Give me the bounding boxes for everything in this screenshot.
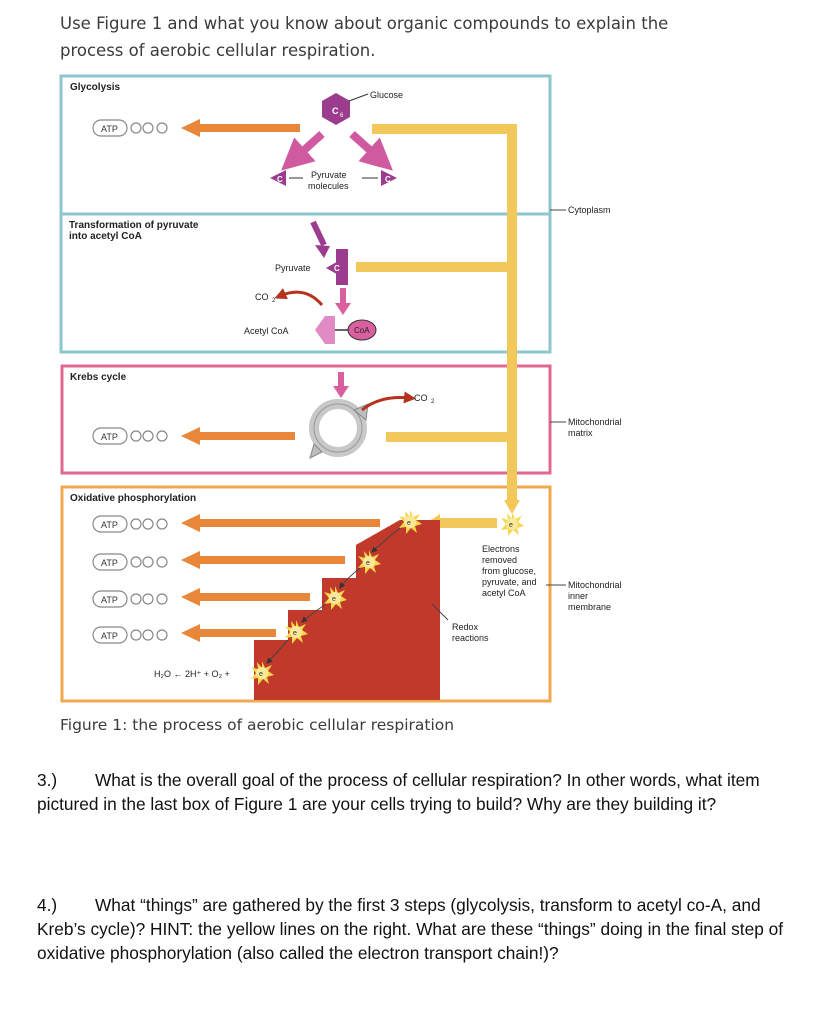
svg-text:acetyl CoA: acetyl CoA	[482, 588, 526, 598]
svg-text:C: C	[332, 106, 339, 116]
atp-badge-krebs: ATP	[92, 427, 168, 445]
atp-badge-oxphos-3: ATP	[92, 590, 168, 608]
electron-star-entry: e	[501, 512, 524, 536]
intro-text: Use Figure 1 and what you know about org…	[60, 10, 740, 64]
atp-badge-oxphos-4: ATP	[92, 626, 168, 644]
oxphos-atp-arrows	[181, 514, 380, 642]
question-4: 4.)What “things” are gathered by the fir…	[37, 893, 807, 965]
oxphos-box	[60, 485, 552, 703]
svg-text:e: e	[509, 522, 513, 529]
glucose-hexagon	[322, 93, 350, 125]
figure-caption: Figure 1: the process of aerobic cellula…	[60, 716, 455, 734]
svg-text:Mitochondrial: Mitochondrial	[568, 417, 622, 427]
svg-text:inner: inner	[568, 591, 588, 601]
yellow-arrowhead-down	[504, 500, 520, 514]
down-arrow-purple	[315, 245, 330, 258]
redox-label: Redox reactions	[452, 622, 489, 643]
pyruvate-left	[270, 170, 286, 186]
intro-line-2: process of aerobic cellular respiration.	[60, 41, 376, 60]
svg-text:matrix: matrix	[568, 428, 593, 438]
question-4-number: 4.)	[37, 895, 58, 915]
pyruvate-right	[381, 170, 397, 186]
svg-text:Redox: Redox	[452, 622, 479, 632]
svg-text:e: e	[407, 520, 411, 527]
electron-staircase	[254, 520, 440, 700]
svg-text:pyruvate, and: pyruvate, and	[482, 577, 537, 587]
cytoplasm-label: Cytoplasm	[568, 205, 611, 215]
electron-star-5: e	[251, 661, 274, 685]
svg-text:molecules: molecules	[308, 181, 349, 191]
electron-star-4: e	[285, 620, 308, 644]
krebs-title: Krebs cycle	[70, 372, 127, 383]
electrons-removed-label: Electrons removed from glucose, pyruvate…	[482, 544, 537, 598]
svg-text:2: 2	[272, 298, 276, 304]
svg-text:Mitochondrial: Mitochondrial	[568, 580, 622, 590]
atp-badge-oxphos-1: ATP	[92, 515, 168, 533]
glucose-label: Glucose	[370, 90, 403, 100]
svg-text:ATP: ATP	[101, 520, 118, 530]
split-arrow-left	[281, 131, 325, 171]
svg-text:e: e	[332, 596, 336, 603]
electron-flow-arrows	[266, 527, 401, 664]
intro-line-1: Use Figure 1 and what you know about org…	[60, 14, 669, 33]
svg-text:CoA: CoA	[354, 326, 370, 335]
oxphos-title: Oxidative phosphorylation	[70, 493, 196, 504]
co2-label-2: CO	[414, 393, 428, 403]
yellow-electron-lines	[356, 124, 517, 500]
svg-text:ATP: ATP	[101, 558, 118, 568]
question-3-number: 3.)	[37, 770, 58, 790]
electron-star-3: e	[324, 586, 347, 610]
atp-badge-oxphos-2: ATP	[92, 553, 168, 571]
svg-text:2: 2	[431, 399, 435, 405]
svg-text:e: e	[293, 630, 297, 637]
question-3: 3.)What is the overall goal of the proce…	[37, 768, 807, 816]
svg-text:reactions: reactions	[452, 633, 489, 643]
svg-text:e: e	[366, 560, 370, 567]
co2-arrow-1	[274, 288, 324, 307]
transformation-title-2: into acetyl CoA	[69, 231, 142, 242]
down-arrow-pink	[335, 303, 351, 315]
figure-1-diagram: Glycolysis Transformation of pyruvate in…	[59, 74, 622, 703]
svg-text:removed: removed	[482, 555, 517, 565]
svg-text:from glucose,: from glucose,	[482, 566, 536, 576]
electron-star-1: e	[399, 510, 422, 534]
svg-text:ATP: ATP	[101, 124, 118, 134]
question-4-text: What “things” are gathered by the first …	[37, 895, 784, 963]
svg-text:C: C	[385, 175, 391, 184]
glycolysis-title: Glycolysis	[70, 82, 120, 93]
svg-text:Electrons: Electrons	[482, 544, 520, 554]
co2-label-1: CO	[255, 292, 269, 302]
pyruvate-label: Pyruvate	[275, 263, 311, 273]
svg-text:C: C	[277, 175, 283, 184]
mito-membrane-label: Mitochondrial inner membrane	[568, 580, 622, 612]
svg-text:ATP: ATP	[101, 595, 118, 605]
svg-text:e: e	[259, 671, 263, 678]
split-arrow-right	[349, 131, 393, 171]
svg-text:ATP: ATP	[101, 432, 118, 442]
electron-star-2: e	[358, 550, 381, 574]
pyruvate-molecules-label: Pyruvate	[311, 170, 347, 180]
krebs-box	[60, 364, 552, 475]
mito-matrix-label: Mitochondrial matrix	[568, 417, 622, 438]
transformation-box	[59, 212, 552, 354]
transformation-title-1: Transformation of pyruvate	[69, 220, 199, 231]
svg-text:6: 6	[340, 113, 344, 119]
svg-text:ATP: ATP	[101, 631, 118, 641]
atp-badge-glycolysis: ATP	[92, 119, 168, 137]
co2-arrow-2	[361, 391, 416, 412]
coa-ellipse	[347, 319, 377, 341]
water-equation: H₂O ← 2H⁺ + O₂ +	[154, 669, 230, 679]
acetyl-coa-label: Acetyl CoA	[244, 326, 289, 336]
krebs-entry-arrow	[333, 386, 349, 398]
question-3-text: What is the overall goal of the process …	[37, 770, 760, 814]
svg-text:membrane: membrane	[568, 602, 611, 612]
svg-text:C: C	[334, 264, 340, 273]
